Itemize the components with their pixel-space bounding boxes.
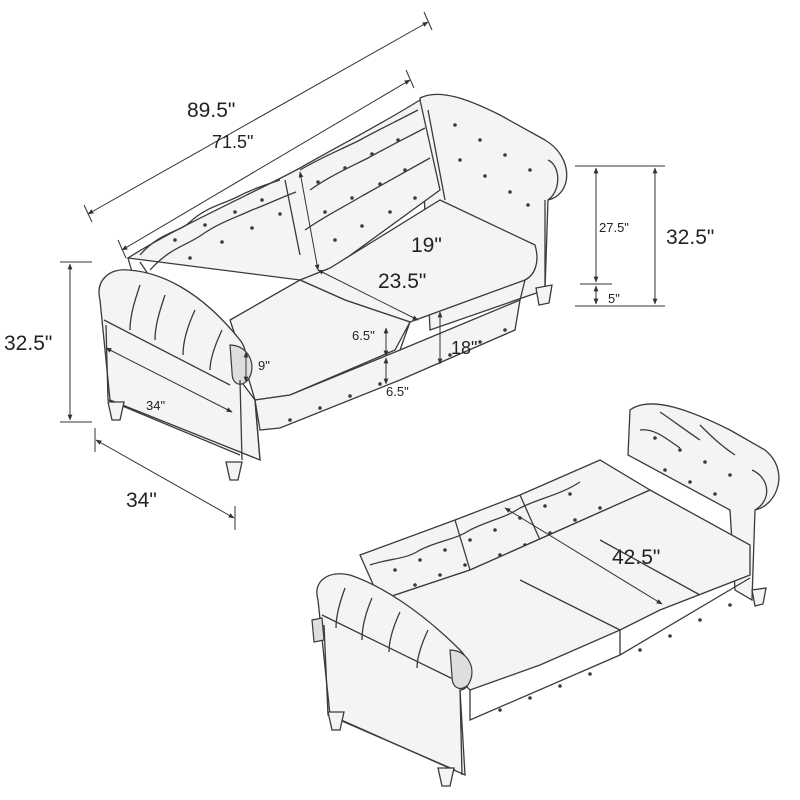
- label-overall-depth: 34": [126, 489, 157, 512]
- label-seat-height: 18": [451, 338, 477, 358]
- label-seat-depth: 23.5": [378, 270, 426, 293]
- label-height-left: 32.5": [4, 332, 52, 355]
- label-arm-depth: 34": [146, 398, 165, 413]
- sofa-upright: [98, 93, 568, 481]
- label-cushion-bottom: 6.5": [386, 384, 409, 399]
- leg-bed-front-right: [437, 767, 455, 787]
- label-back-height: 27.5": [599, 220, 629, 235]
- dimension-labels: 89.5" 71.5" 32.5" 32.5" 27.5" 5" 19" 23.…: [4, 99, 714, 569]
- leg-front-left: [107, 401, 125, 421]
- label-inner-width: 71.5": [212, 132, 253, 152]
- label-overall-width: 89.5": [187, 99, 235, 122]
- label-height-right: 32.5": [666, 226, 714, 249]
- leg-front-right: [225, 461, 243, 481]
- label-seat-back-depth: 19": [411, 234, 442, 257]
- sofa-bed: [311, 403, 780, 787]
- label-cushion-top: 6.5": [352, 328, 375, 343]
- leg-bed-front-left: [327, 711, 345, 731]
- label-bed-depth: 42.5": [612, 546, 660, 569]
- leg-bed-back: [751, 587, 767, 607]
- dimension-lines: [60, 11, 665, 605]
- label-arm-width: 9": [258, 358, 270, 373]
- label-leg-height: 5": [608, 291, 620, 306]
- leg-back-right: [535, 284, 553, 306]
